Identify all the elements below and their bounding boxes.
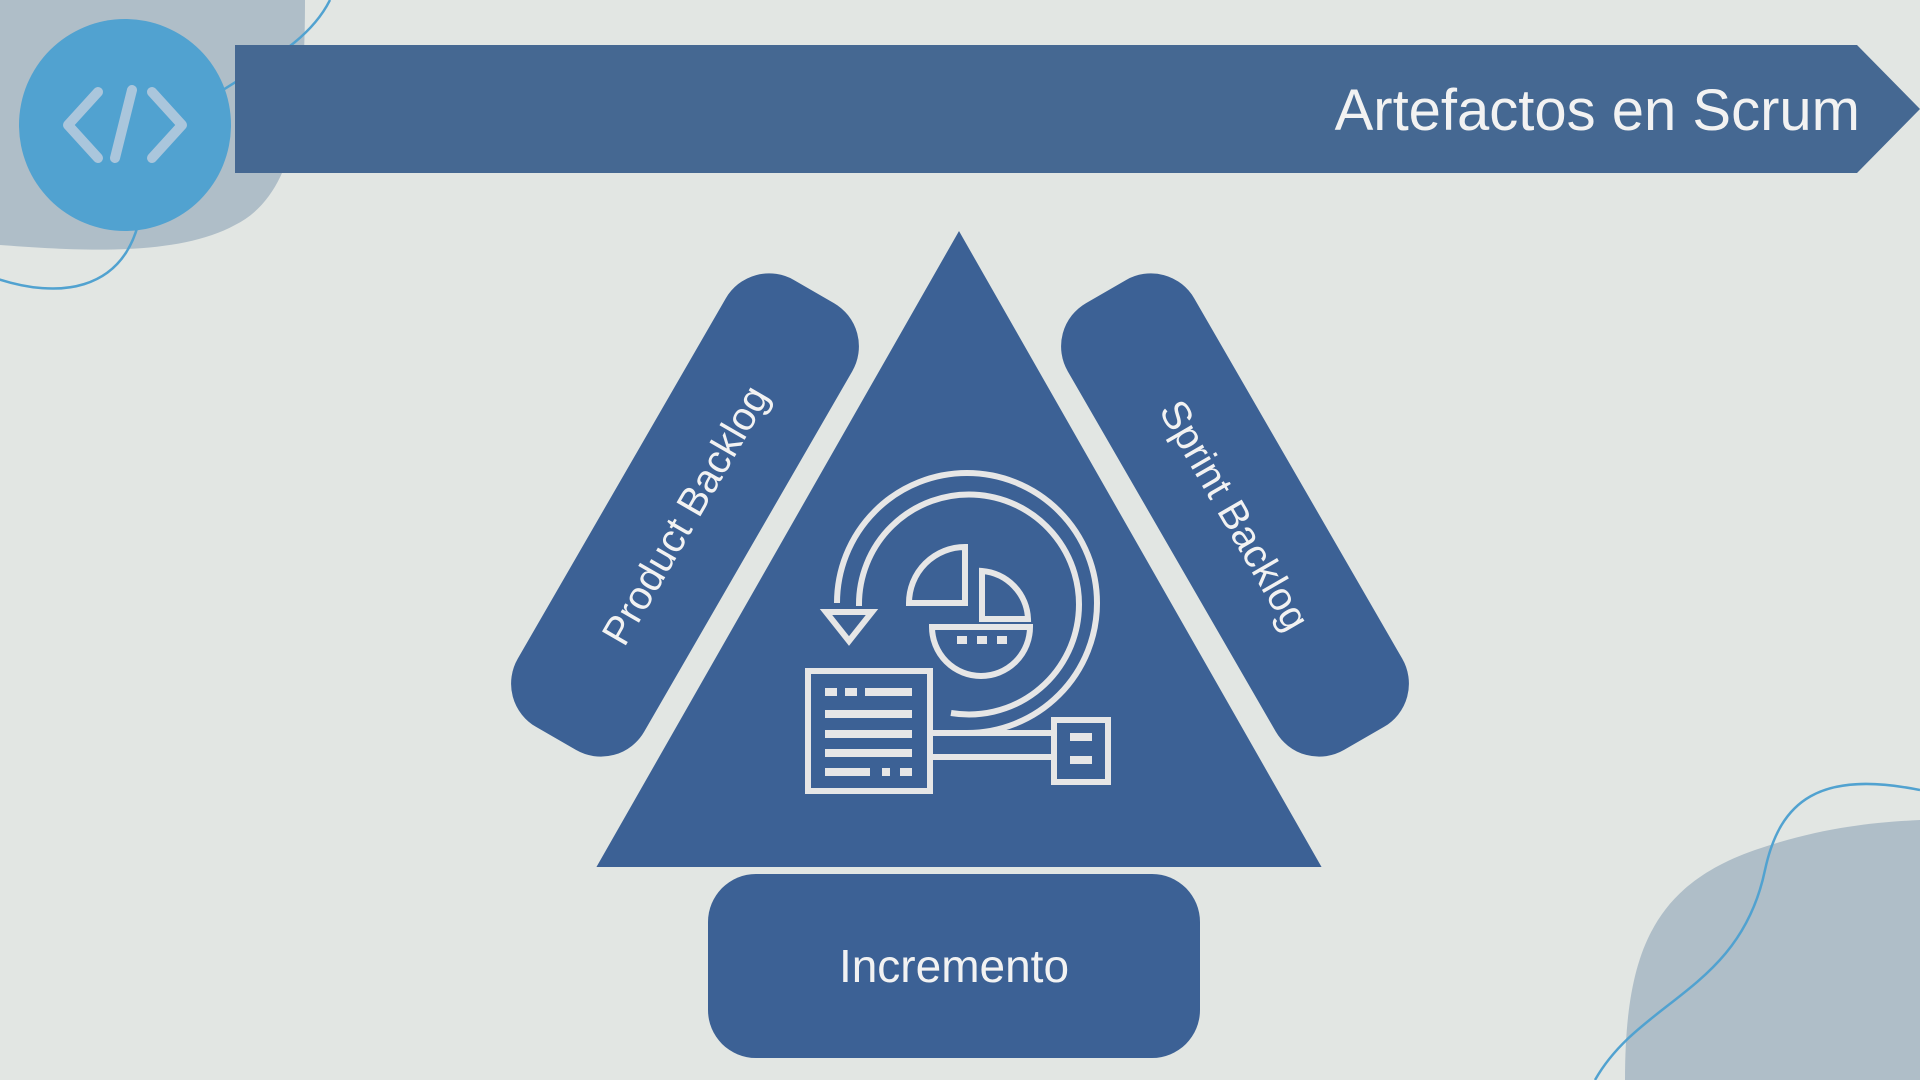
logo-badge <box>19 19 231 231</box>
code-brackets-icon <box>63 85 187 163</box>
decorative-blob-bottom-right <box>1593 782 1920 1080</box>
sprint-backlog-card: Sprint Backlog <box>1057 269 1413 761</box>
increment-label: Incremento <box>839 940 1069 992</box>
page-title: Artefactos en Scrum <box>1335 78 1860 143</box>
data-cycle-document-icon <box>805 470 1111 794</box>
title-banner: Artefactos en Scrum <box>235 45 1920 173</box>
increment-card: Incremento <box>708 874 1200 1058</box>
